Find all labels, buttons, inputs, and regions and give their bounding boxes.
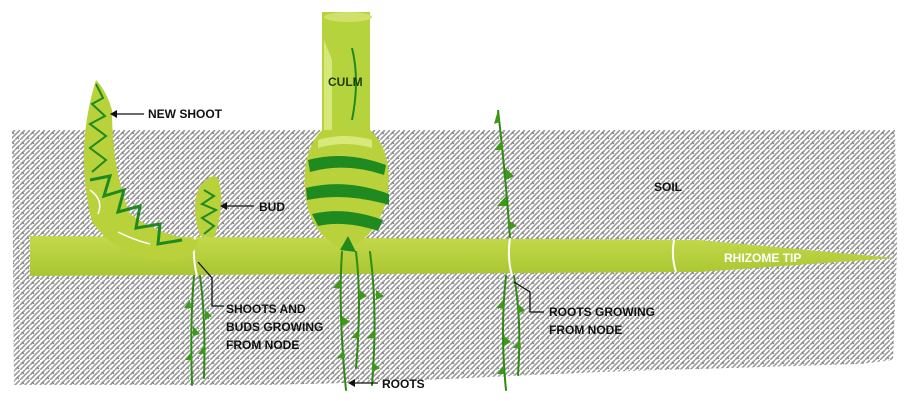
label-roots: ROOTS bbox=[382, 377, 425, 391]
label-new-shoot: NEW SHOOT bbox=[148, 107, 223, 121]
label-soil: SOIL bbox=[654, 180, 682, 194]
label-rhizome-tip: RHIZOME TIP bbox=[724, 251, 801, 265]
svg-text:BUDS GROWING: BUDS GROWING bbox=[226, 320, 323, 334]
svg-text:ROOTS GROWING: ROOTS GROWING bbox=[549, 305, 655, 319]
label-bud: BUD bbox=[259, 200, 285, 214]
svg-text:SHOOTS AND: SHOOTS AND bbox=[226, 302, 306, 316]
label-culm: CULM bbox=[328, 75, 363, 89]
svg-text:FROM NODE: FROM NODE bbox=[226, 338, 299, 352]
pointer-new-shoot bbox=[110, 110, 144, 118]
svg-text:FROM NODE: FROM NODE bbox=[549, 323, 622, 337]
